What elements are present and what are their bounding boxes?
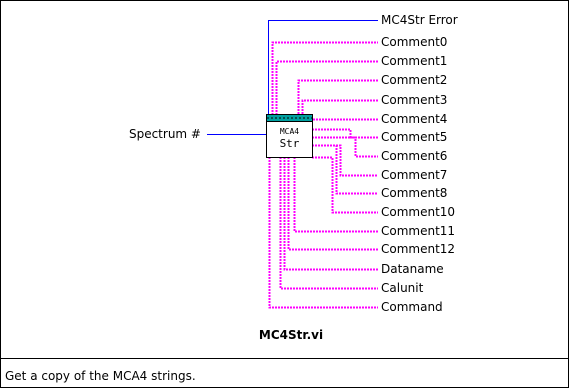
- vi-name: MC4Str.vi: [259, 328, 323, 342]
- output-label-comment8: Comment8: [381, 186, 447, 200]
- output-label-mc4str-error: MC4Str Error: [381, 13, 458, 27]
- icon-header-bar: [267, 115, 312, 121]
- output-label-comment0: Comment0: [381, 35, 447, 49]
- output-label-comment11: Comment11: [381, 224, 455, 238]
- output-label-calunit: Calunit: [381, 281, 424, 295]
- output-label-comment3: Comment3: [381, 93, 447, 107]
- wire-comment3: [301, 99, 378, 114]
- wire-mc4str-error: [268, 20, 378, 114]
- wire-comment6: [312, 136, 378, 158]
- output-label-comment12: Comment12: [381, 242, 455, 256]
- output-label-comment10: Comment10: [381, 205, 455, 219]
- wire-comment8: [312, 144, 378, 195]
- wire-dataname: [283, 157, 378, 271]
- output-label-comment2: Comment2: [381, 73, 447, 87]
- output-labels: MC4Str ErrorComment0Comment1Comment2Comm…: [381, 13, 458, 314]
- output-label-comment5: Comment5: [381, 130, 447, 144]
- output-label-dataname: Dataname: [381, 262, 444, 276]
- icon-text-line2: Str: [280, 137, 300, 150]
- output-label-comment6: Comment6: [381, 149, 447, 163]
- input-label-spectrum: Spectrum #: [129, 127, 201, 141]
- vi-icon: MCA4 Str: [266, 114, 313, 158]
- output-label-comment7: Comment7: [381, 168, 447, 182]
- wire-comment2: [297, 79, 378, 114]
- output-label-comment4: Comment4: [381, 112, 447, 126]
- wire-calunit: [279, 157, 378, 290]
- wire-comment0: [271, 41, 378, 157]
- output-label-command: Command: [381, 300, 443, 314]
- vi-description: Get a copy of the MCA4 strings.: [5, 369, 196, 383]
- output-label-comment1: Comment1: [381, 54, 447, 68]
- wire-comment5: [312, 128, 378, 139]
- wire-comment11: [293, 157, 378, 233]
- wire-comment7: [312, 144, 378, 177]
- wire-comment10: [312, 156, 378, 214]
- icon-text-line1: MCA4: [280, 127, 299, 136]
- wire-command: [268, 157, 378, 309]
- wires: [268, 20, 378, 309]
- wire-comment12: [287, 157, 378, 251]
